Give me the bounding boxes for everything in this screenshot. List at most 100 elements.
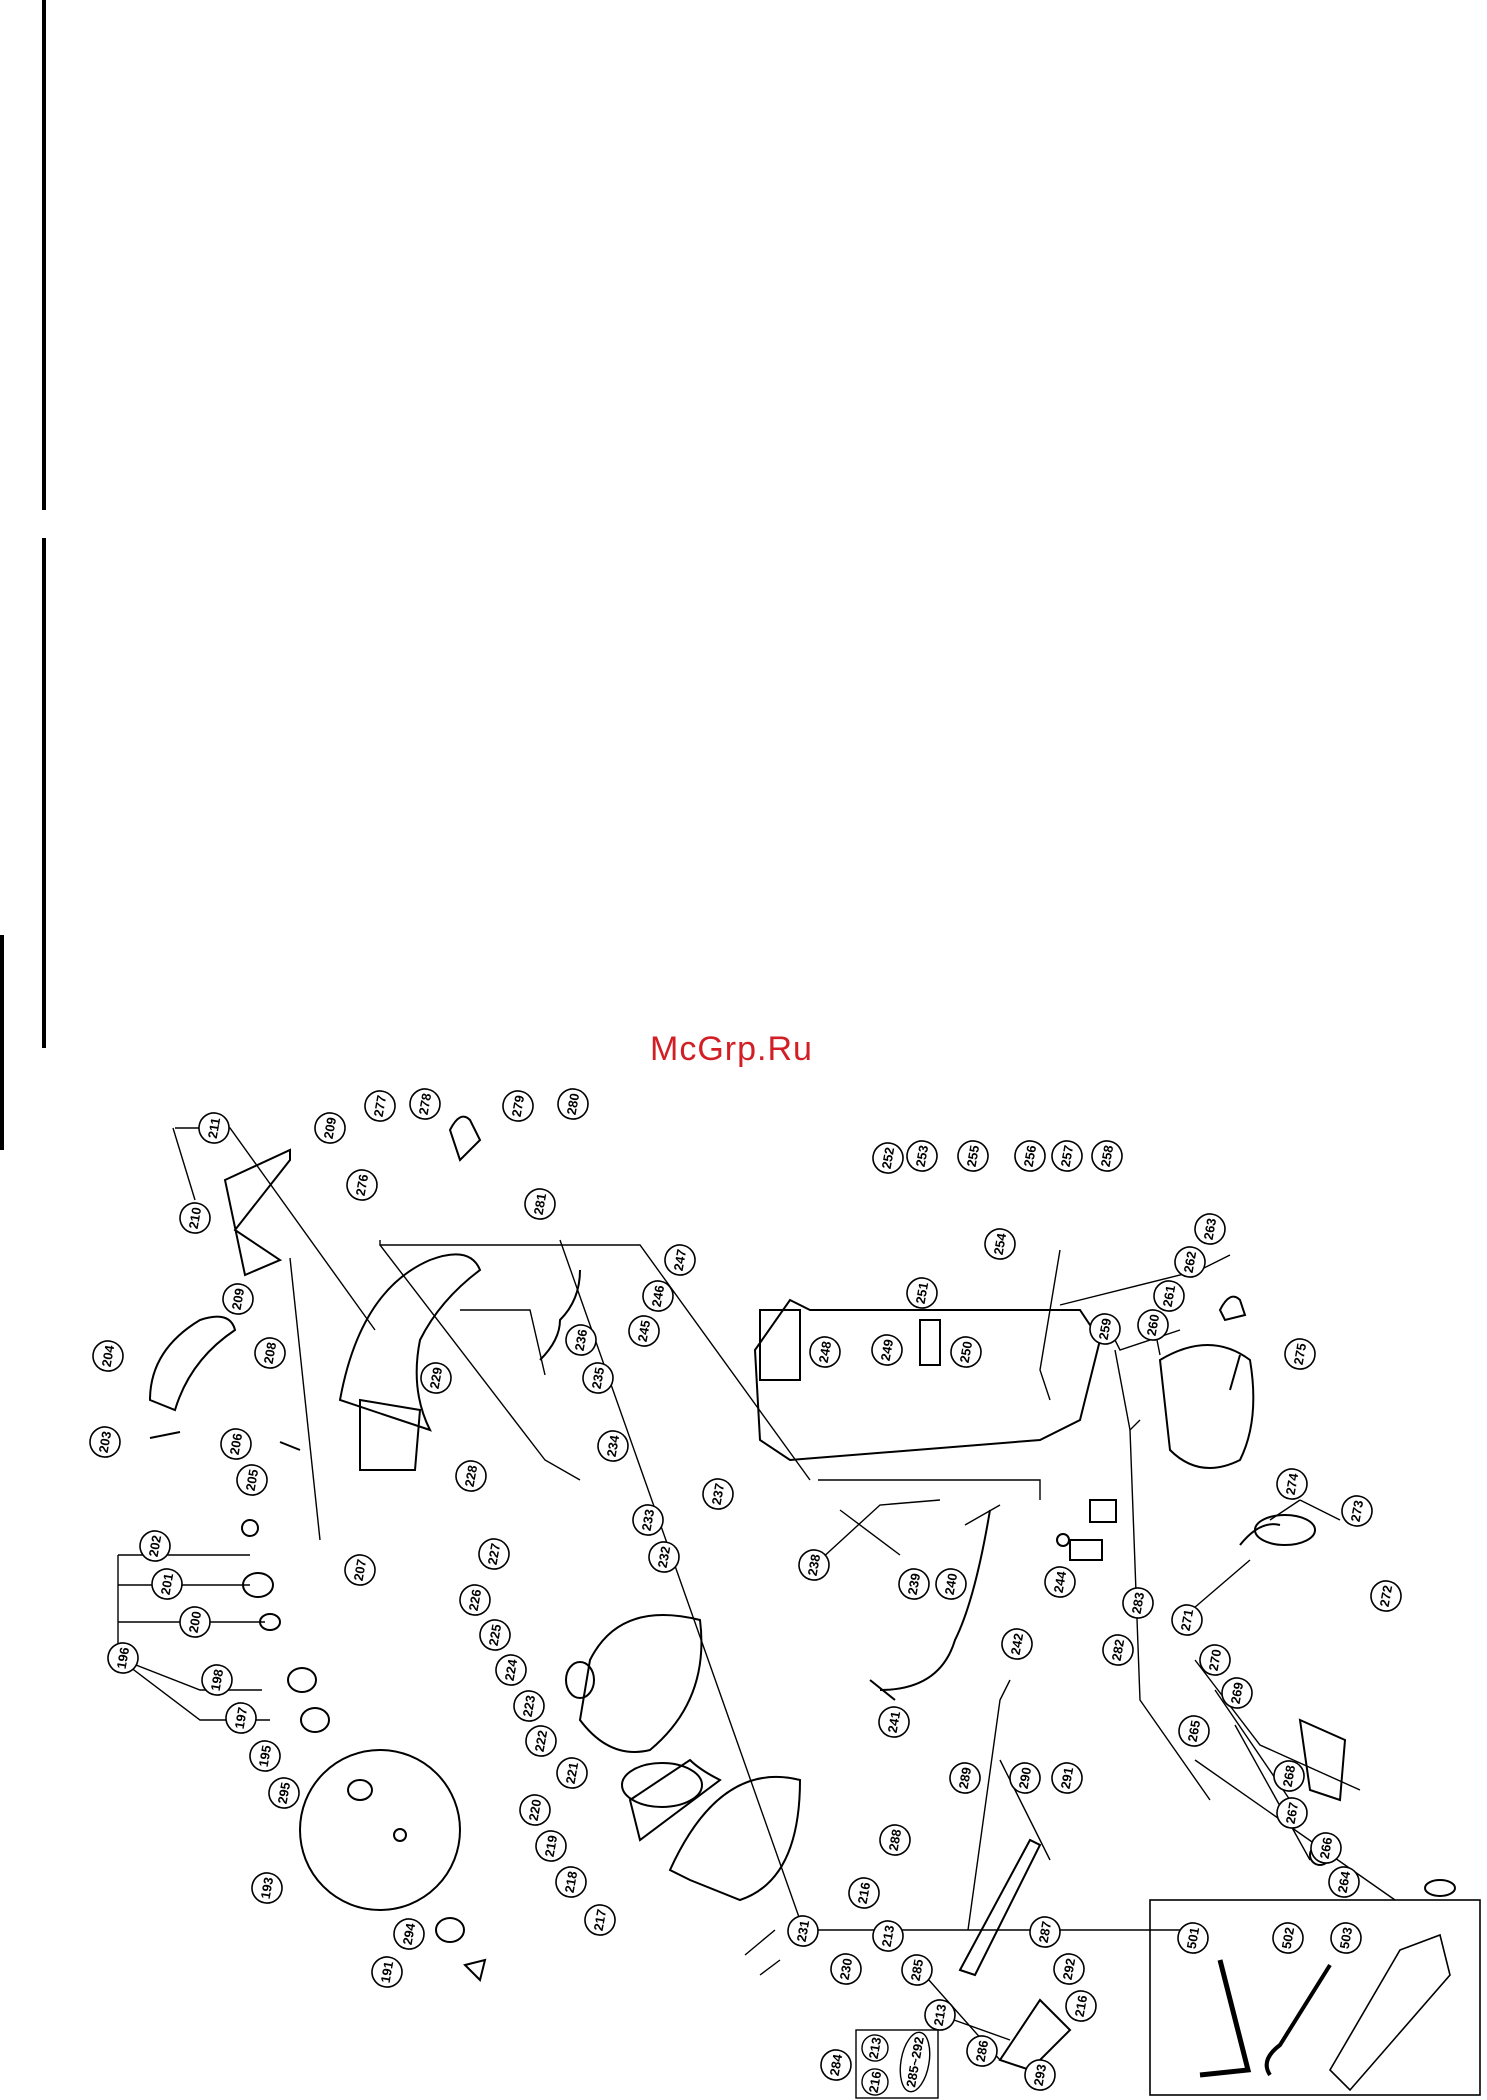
callout-number: 255 bbox=[964, 1144, 983, 1168]
callout-number: 210 bbox=[186, 1206, 205, 1230]
callout-circle bbox=[107, 1642, 139, 1674]
callout-circle bbox=[502, 1090, 534, 1122]
callout-number: 202 bbox=[146, 1534, 165, 1558]
callout-number: 286 bbox=[973, 2039, 992, 2063]
callout-number: 275 bbox=[1291, 1342, 1310, 1366]
callout-number: 263 bbox=[1201, 1217, 1220, 1241]
callout-number: 257 bbox=[1058, 1144, 1077, 1168]
callout-number: 293 bbox=[1031, 2063, 1050, 2087]
dust-bag bbox=[1328, 1933, 1451, 2092]
callout-261: 261 bbox=[1153, 1280, 1185, 1312]
callout-circle bbox=[898, 1568, 930, 1600]
callout-249: 249 bbox=[871, 1334, 903, 1366]
callout-223: 223 bbox=[513, 1690, 545, 1722]
callout-number: 216 bbox=[1072, 1994, 1091, 2018]
callout-257: 257 bbox=[1051, 1140, 1083, 1172]
callout-number: 290 bbox=[1016, 1766, 1035, 1790]
callout-number: 201 bbox=[158, 1572, 177, 1596]
callout-219: 219 bbox=[535, 1830, 567, 1862]
callout-227: 227 bbox=[478, 1538, 510, 1570]
callout-circle bbox=[1194, 1213, 1226, 1245]
callout-circle bbox=[519, 1794, 551, 1826]
callout-circle bbox=[1137, 1309, 1169, 1341]
callout-283: 283 bbox=[1122, 1587, 1154, 1619]
lower-guard-cover bbox=[578, 1614, 703, 1753]
callout-251: 251 bbox=[906, 1277, 938, 1309]
callout-number: 244 bbox=[1051, 1569, 1070, 1594]
callout-277: 277 bbox=[364, 1090, 396, 1122]
callout-circle bbox=[222, 1283, 254, 1315]
callout-260: 260 bbox=[1137, 1309, 1169, 1341]
callout-number: 501 bbox=[1184, 1926, 1203, 1950]
callout-263: 263 bbox=[1194, 1213, 1226, 1245]
callout-number: 238 bbox=[805, 1553, 824, 1577]
callout-number: 231 bbox=[794, 1919, 813, 1943]
callout-circle bbox=[1273, 1760, 1305, 1792]
callout-circle bbox=[1310, 1832, 1342, 1864]
callout-204: 204 bbox=[92, 1340, 124, 1372]
motor-handle-housing bbox=[753, 1298, 1102, 1462]
callout-circle bbox=[139, 1530, 171, 1562]
callout-number: 254 bbox=[991, 1231, 1010, 1256]
callout-242: 242 bbox=[1001, 1628, 1033, 1660]
callout-circle bbox=[1024, 2059, 1056, 2091]
callout-number: 223 bbox=[520, 1694, 539, 1718]
callout-241: 241 bbox=[878, 1706, 910, 1738]
callout-circle bbox=[1177, 1922, 1209, 1954]
callout-number: 222 bbox=[532, 1729, 551, 1753]
callout-number: 287 bbox=[1036, 1920, 1055, 1944]
callout-circle bbox=[1065, 1990, 1097, 2022]
callout-276: 276 bbox=[346, 1169, 378, 1201]
callout-circle bbox=[906, 1277, 938, 1309]
callout-number: 281 bbox=[531, 1192, 550, 1216]
callout-number: 213 bbox=[931, 2003, 950, 2027]
callout-232: 232 bbox=[648, 1541, 680, 1573]
callout-197: 197 bbox=[225, 1702, 257, 1734]
callout-number: 264 bbox=[1335, 1869, 1354, 1894]
callout-number: 265 bbox=[1185, 1719, 1204, 1743]
callout-264: 264 bbox=[1328, 1866, 1360, 1898]
callout-number: 204 bbox=[99, 1343, 118, 1368]
callout-circle bbox=[268, 1777, 300, 1809]
lock-lever bbox=[958, 1838, 1042, 1977]
callout-262: 262 bbox=[1174, 1246, 1206, 1278]
callout-number: 205 bbox=[243, 1468, 262, 1492]
callout-279: 279 bbox=[502, 1090, 534, 1122]
callout-number: 233 bbox=[639, 1508, 658, 1532]
upper-blade-guard bbox=[338, 1253, 482, 1432]
callout-circle bbox=[1272, 1922, 1304, 1954]
callout-224: 224 bbox=[495, 1654, 527, 1686]
group-label-216: 216 bbox=[866, 2070, 885, 2094]
callout-275: 275 bbox=[1284, 1338, 1316, 1370]
callout-circle bbox=[524, 1188, 556, 1220]
callout-number: 237 bbox=[709, 1482, 728, 1506]
callout-number: 248 bbox=[816, 1340, 835, 1364]
callout-number: 284 bbox=[827, 2052, 846, 2077]
callout-210: 210 bbox=[179, 1202, 211, 1234]
callout-number: 273 bbox=[1348, 1499, 1367, 1523]
callout-205: 205 bbox=[236, 1464, 268, 1496]
callout-number: 209 bbox=[229, 1287, 248, 1311]
callout-290: 290 bbox=[1009, 1762, 1041, 1794]
handle bbox=[148, 1315, 237, 1412]
callout-238: 238 bbox=[798, 1549, 830, 1581]
callout-193: 193 bbox=[251, 1872, 283, 1904]
callout-circle bbox=[648, 1541, 680, 1573]
callout-circle bbox=[906, 1140, 938, 1172]
callout-circle bbox=[1122, 1587, 1154, 1619]
callout-circle bbox=[966, 2035, 998, 2067]
callout-number: 279 bbox=[509, 1094, 528, 1118]
callout-number: 225 bbox=[486, 1623, 505, 1647]
callout-circle bbox=[89, 1426, 121, 1458]
callout-255: 255 bbox=[957, 1140, 989, 1172]
callout-229: 229 bbox=[420, 1362, 452, 1394]
callout-circle bbox=[513, 1690, 545, 1722]
saw-blade bbox=[299, 1749, 461, 1911]
callout-202: 202 bbox=[139, 1530, 171, 1562]
callout-circle bbox=[628, 1315, 660, 1347]
callout-number: 217 bbox=[591, 1908, 610, 1932]
callout-number: 221 bbox=[563, 1761, 582, 1785]
callout-circle bbox=[871, 1334, 903, 1366]
callout-circle bbox=[1330, 1922, 1362, 1954]
